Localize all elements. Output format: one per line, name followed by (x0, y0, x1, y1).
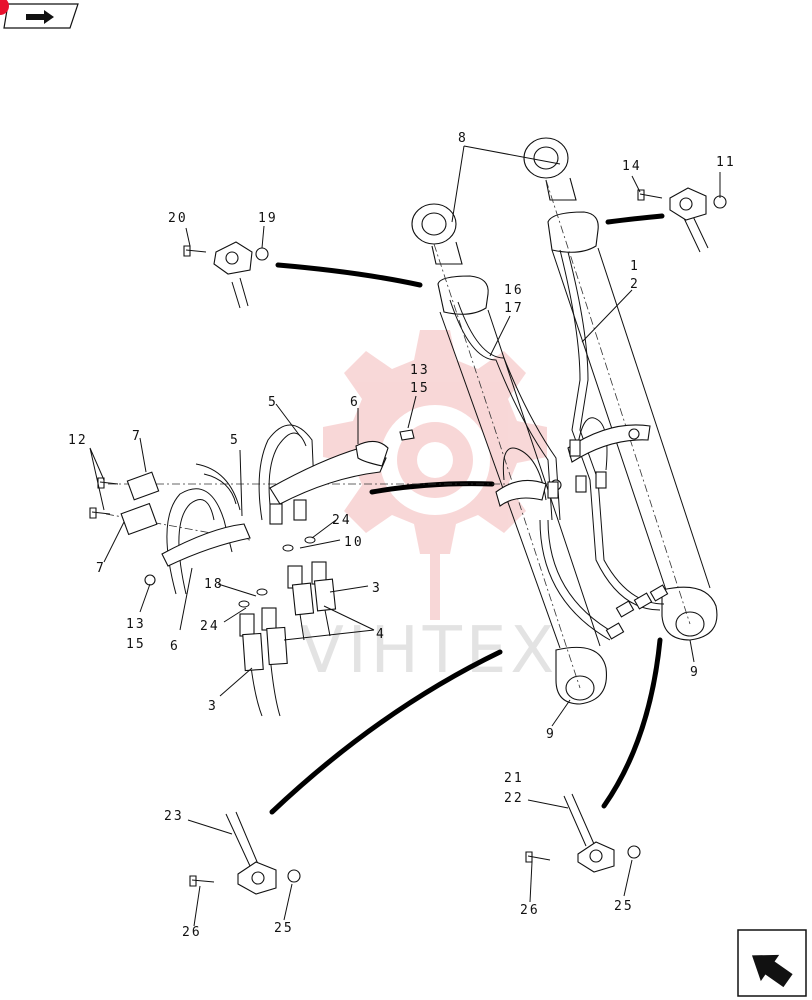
centerlines (105, 179, 691, 689)
exploded-hose-group (89, 424, 415, 717)
bottom-nav-button[interactable] (737, 929, 807, 997)
flange-assembly-lower-right (525, 793, 641, 873)
callout-7-bottom: 7 (96, 561, 106, 576)
callout-24-right: 24 (332, 513, 352, 528)
return-arrow-icon (751, 954, 793, 988)
callout-20: 20 (168, 211, 188, 226)
callout-21: 21 (504, 771, 524, 786)
callout-3-right: 3 (372, 581, 382, 596)
callout-17: 17 (504, 301, 524, 316)
callout-16: 16 (504, 283, 524, 298)
hydraulic-cylinder-right (523, 137, 718, 641)
leader-lines (89, 145, 721, 927)
callout-3-left: 3 (208, 699, 218, 714)
callout-24-left: 24 (200, 619, 220, 634)
callout-2: 2 (630, 277, 640, 292)
flange-assembly-upper-left (183, 241, 269, 309)
hydraulic-cylinder-left (411, 203, 608, 705)
callout-labels: 8 1 2 16 17 14 11 20 19 13 15 5 6 12 7 5… (68, 131, 736, 940)
callout-25-left: 25 (274, 921, 294, 936)
callout-13-upper: 13 (410, 363, 430, 378)
callout-10: 10 (344, 535, 364, 550)
callout-9-left: 9 (546, 727, 556, 742)
return-arrow-icon (26, 10, 54, 24)
callout-15-upper: 15 (410, 381, 430, 396)
callout-6-right: 6 (350, 395, 360, 410)
accent-dot (0, 0, 9, 15)
top-nav-button[interactable] (0, 0, 79, 29)
callout-9-right: 9 (690, 665, 700, 680)
flow-arrows (269, 213, 665, 815)
cylinder-fittings (547, 439, 669, 640)
callout-26-right: 26 (520, 903, 540, 918)
callout-25-right: 25 (614, 899, 634, 914)
callout-13-lower: 13 (126, 617, 146, 632)
callout-12: 12 (68, 433, 88, 448)
callout-22: 22 (504, 791, 524, 806)
callout-1: 1 (630, 259, 640, 274)
callout-26-left: 26 (182, 925, 202, 940)
callout-11: 11 (716, 155, 736, 170)
callout-19: 19 (258, 211, 278, 226)
watermark-text: VIHTEX (300, 614, 558, 688)
callout-14: 14 (622, 159, 642, 174)
callout-18: 18 (204, 577, 224, 592)
callout-4-right: 4 (376, 627, 386, 642)
callout-23: 23 (164, 809, 184, 824)
callout-5-right: 5 (268, 395, 278, 410)
callout-7-top: 7 (132, 429, 142, 444)
callout-6-left: 6 (170, 639, 180, 654)
flange-assembly-upper-right (637, 187, 727, 253)
callout-15-lower: 15 (126, 637, 146, 652)
flange-assembly-lower-left (189, 811, 301, 895)
callout-5-left: 5 (230, 433, 240, 448)
callout-8: 8 (458, 131, 468, 146)
